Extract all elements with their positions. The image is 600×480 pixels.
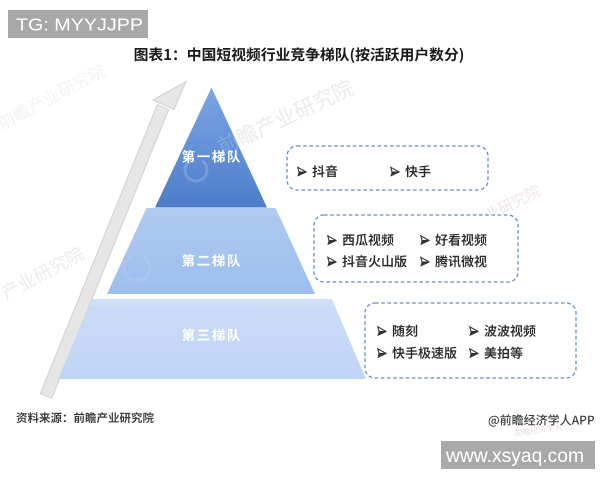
svg-text:www.xsyaq.com: www.xsyaq.com <box>445 445 584 467</box>
svg-text:TG: MYYJJPP: TG: MYYJJPP <box>16 15 143 35</box>
